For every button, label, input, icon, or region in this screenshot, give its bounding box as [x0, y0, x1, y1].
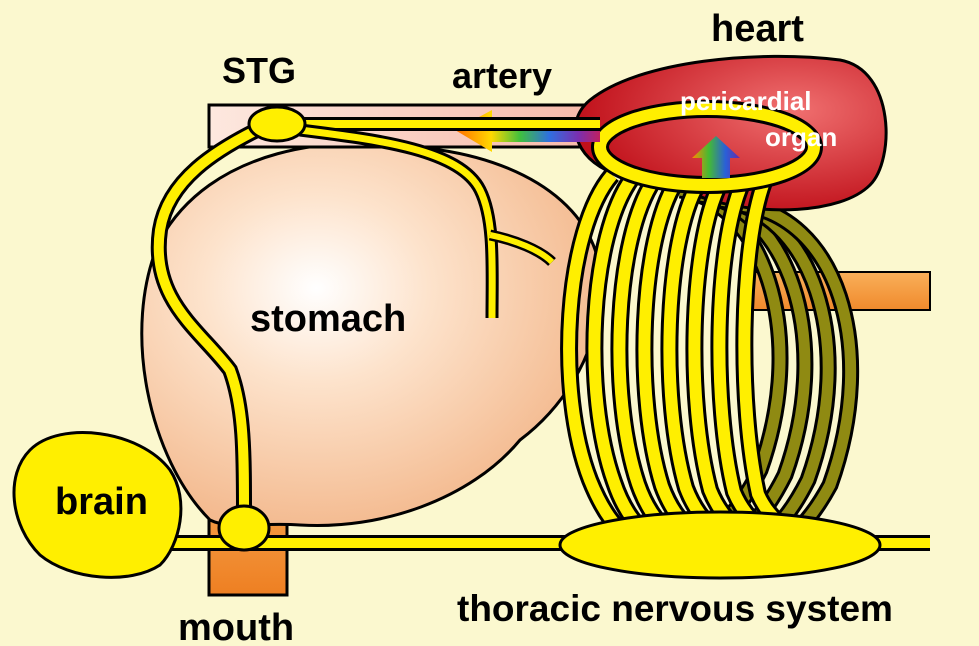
label-heart: heart — [711, 8, 804, 50]
commissural-ganglion — [219, 506, 269, 550]
label-organ: organ — [765, 122, 837, 152]
label-artery: artery — [452, 55, 552, 96]
front-coils — [569, 175, 786, 530]
label-mouth: mouth — [178, 607, 294, 646]
label-stg: STG — [222, 50, 296, 91]
label-brain: brain — [55, 481, 148, 523]
label-pericardial: pericardial — [680, 86, 812, 116]
thoracic-ganglion — [560, 512, 880, 578]
label-stomach: stomach — [250, 298, 406, 340]
stg-ganglion — [249, 107, 305, 141]
label-thoracic: thoracic nervous system — [457, 588, 893, 629]
